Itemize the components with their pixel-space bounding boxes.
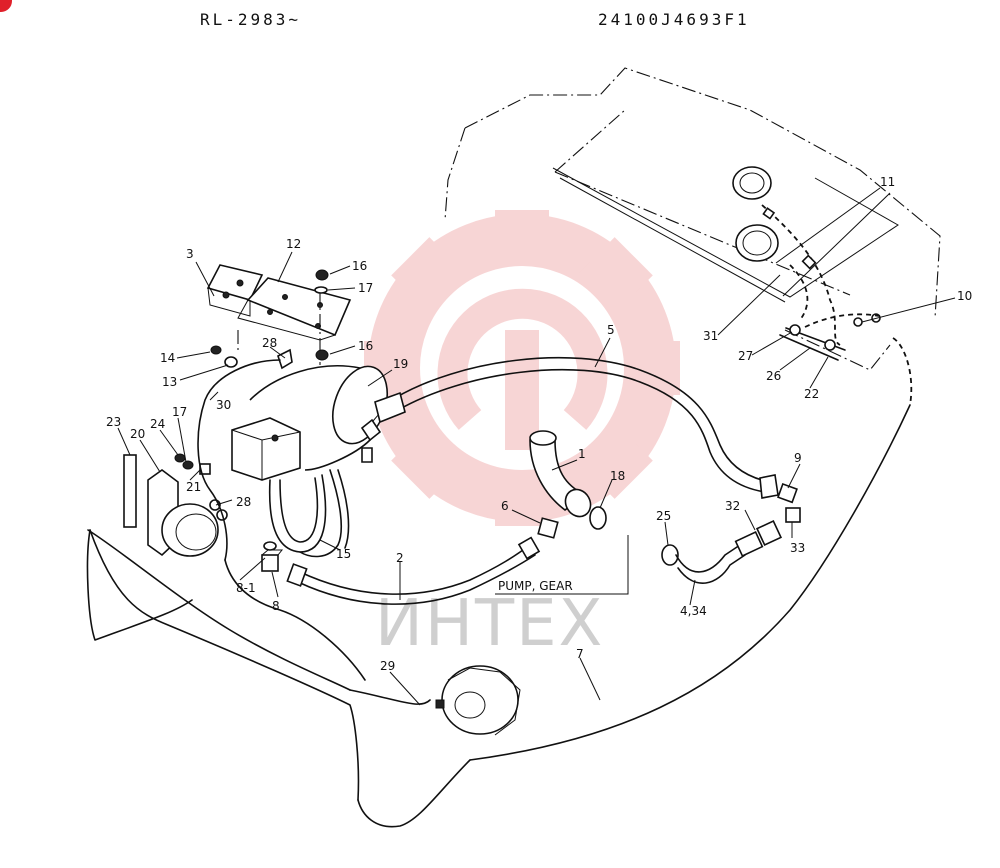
label-28-lower: 28 (236, 495, 251, 509)
filter-21 (161, 503, 219, 557)
label-10: 10 (957, 289, 972, 303)
label-18: 18 (610, 469, 625, 483)
gauge-lower-icon (735, 224, 779, 262)
label-4-34: 4,34 (680, 604, 707, 618)
bracket-plate-3 (206, 264, 264, 301)
label-17-top: 17 (358, 281, 373, 295)
pump-gear-label: PUMP, GEAR (498, 579, 573, 593)
label-11: 11 (880, 175, 895, 189)
pressure-pipe-4-34 (661, 507, 801, 585)
label-30: 30 (216, 398, 231, 412)
label-21: 21 (186, 480, 201, 494)
hose-15 (261, 469, 350, 572)
filter-assembly (123, 453, 228, 557)
machine-body-outline (86, 67, 941, 828)
label-25: 25 (656, 509, 671, 523)
label-12: 12 (286, 237, 301, 251)
label-16-lower: 16 (358, 339, 373, 353)
gauge-upper-icon (732, 166, 772, 200)
o-ring-18 (589, 506, 607, 530)
leader-lines (117, 187, 956, 706)
wire-harness (87, 359, 431, 705)
hose-2 (286, 536, 541, 605)
label-20: 20 (130, 427, 145, 441)
label-8-1: 8-1 (236, 581, 256, 595)
serial-range-label: RL-2983~ (200, 10, 302, 29)
label-3: 3 (186, 247, 194, 261)
hose-5 (374, 356, 779, 499)
label-33: 33 (790, 541, 805, 555)
label-28-top: 28 (262, 336, 277, 350)
label-16-top: 16 (352, 259, 367, 273)
fitting-33 (785, 507, 801, 523)
pump-gear-callout: PUMP, GEAR (495, 535, 629, 595)
label-5: 5 (607, 323, 615, 337)
label-15: 15 (336, 547, 351, 561)
mounting-plate-12 (246, 277, 352, 337)
gauge-panel (732, 166, 881, 361)
label-13: 13 (162, 375, 177, 389)
fitting-6 (537, 517, 559, 539)
oil-tank (231, 365, 396, 481)
label-8: 8 (272, 599, 280, 613)
drawing-number-label: 24100J4693F1 (598, 10, 750, 29)
label-24: 24 (150, 417, 165, 431)
alternator (435, 665, 521, 736)
label-9: 9 (794, 451, 802, 465)
label-6: 6 (501, 499, 509, 513)
label-17-lower: 17 (172, 405, 187, 419)
fitting-9 (777, 483, 798, 504)
label-19: 19 (393, 357, 408, 371)
label-14: 14 (160, 351, 175, 365)
bracket-23 (123, 454, 137, 528)
fitting-32 (734, 531, 764, 557)
label-27: 27 (738, 349, 753, 363)
label-23: 23 (106, 415, 121, 429)
o-ring-25 (661, 544, 679, 566)
label-22: 22 (804, 387, 819, 401)
label-29: 29 (380, 659, 395, 673)
label-31: 31 (703, 329, 718, 343)
label-32: 32 (725, 499, 740, 513)
label-7: 7 (576, 647, 584, 661)
watermark-gear-icon (364, 210, 680, 526)
label-26: 26 (766, 369, 781, 383)
part-labels: 3 12 16 17 16 28 14 13 19 30 5 23 20 24 … (106, 175, 972, 673)
bracket-assembly (206, 264, 352, 370)
watermark-text: ИНТЕХ (375, 587, 604, 661)
watermark: ИНТЕХ (364, 210, 680, 661)
label-2: 2 (396, 551, 404, 565)
suction-elbow-1 (529, 430, 607, 539)
label-1: 1 (578, 447, 586, 461)
